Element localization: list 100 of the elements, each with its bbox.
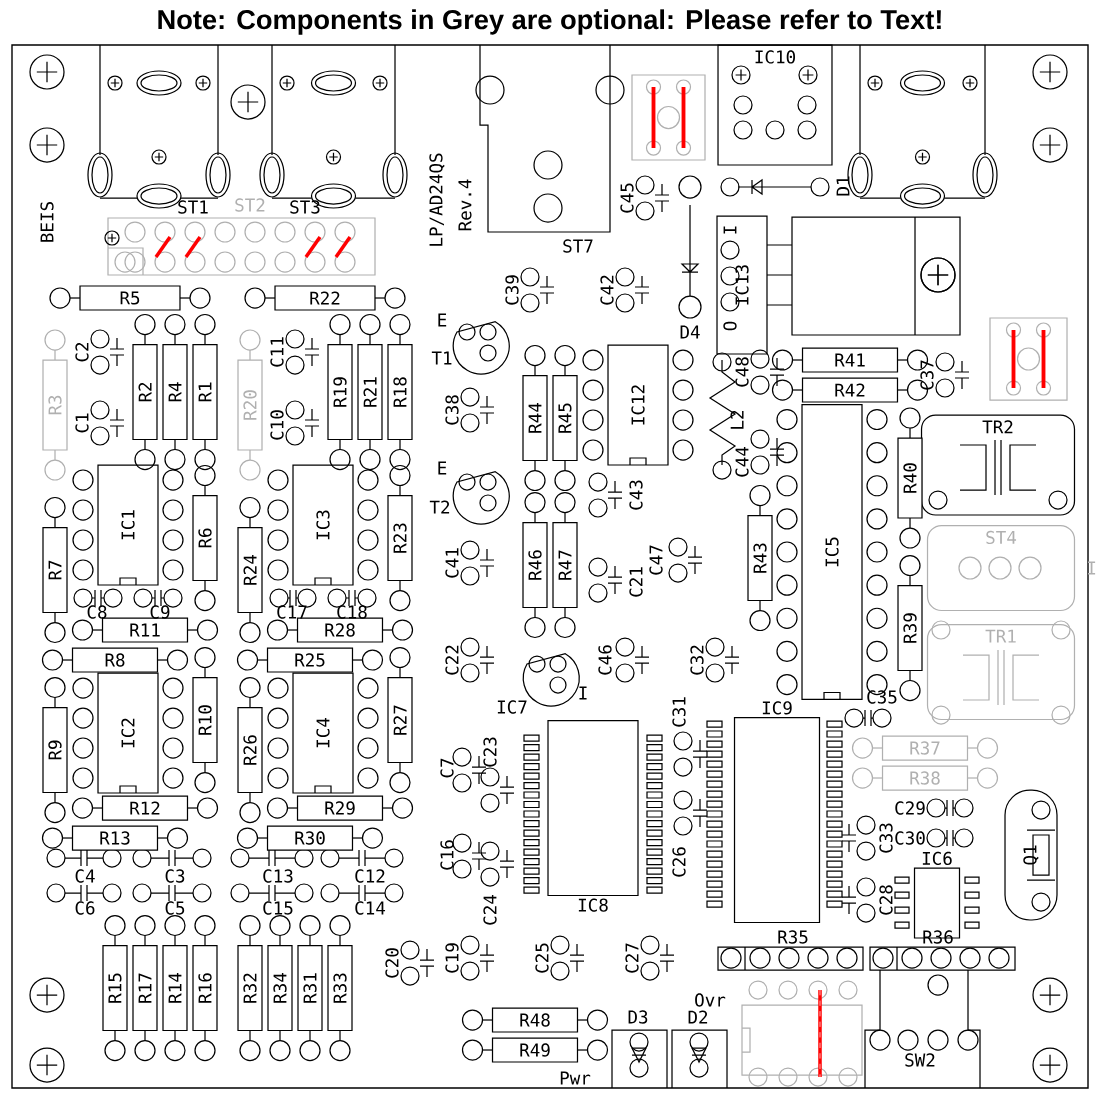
component-label: C41 (445, 548, 459, 578)
component-label: C21 (629, 567, 643, 597)
resistor: R7 (42, 526, 68, 614)
resistor: R31 (297, 944, 323, 1032)
resistor: R43 (747, 514, 773, 602)
component-label: T2 (429, 500, 450, 514)
component-label: C44 (735, 446, 749, 477)
resistor: R21 (357, 343, 383, 441)
resistor: R42 (801, 377, 899, 403)
pin-marker: E (438, 461, 447, 475)
resistor: R18 (387, 343, 413, 441)
component-label: C22 (445, 645, 459, 675)
resistor: R39 (897, 584, 923, 672)
resistor: R19 (327, 343, 353, 441)
component-label: C31 (672, 697, 686, 727)
resistor: R44 (522, 374, 548, 462)
component-label: C6 (75, 901, 95, 915)
component-label: R36 (923, 930, 953, 944)
resistor: R9 (42, 706, 68, 794)
component-label: C12 (355, 869, 385, 883)
component-label: C2 (75, 342, 89, 362)
component-outline: IC8 (547, 719, 639, 912)
board-marking: BEIS (40, 202, 54, 242)
component-outline: IC10 (717, 44, 833, 166)
connector-label: ST1 (178, 200, 208, 214)
component-label: C17 (277, 605, 307, 619)
component-label: C26 (672, 847, 686, 877)
resistor: R2 (132, 343, 158, 441)
ic-outline: IC5 (801, 403, 863, 701)
component-label: C42 (600, 275, 614, 305)
resistor: R38 (881, 765, 969, 791)
component-label: C28 (879, 885, 893, 915)
ic-outline: IC12 (607, 344, 669, 466)
pin-marker: I (579, 686, 587, 700)
node-label: IC9 (762, 701, 792, 715)
component-label: C32 (690, 645, 704, 675)
component-label: C15 (263, 901, 293, 915)
ic-outline: IC1 (97, 464, 159, 586)
resistor: R48 (491, 1007, 579, 1033)
led-label: Ovr (695, 993, 726, 1007)
node-label: IC8 (578, 898, 608, 912)
connector-label: ST7 (563, 239, 593, 253)
component-label: C47 (649, 545, 663, 575)
pin-marker: O (723, 321, 737, 331)
component-label: C5 (165, 901, 185, 915)
connector-label: ST2 (235, 198, 265, 212)
resistor: R32 (237, 944, 263, 1032)
component-label: D1 (836, 176, 850, 196)
resistor: R13 (71, 825, 159, 851)
pin-marker: I (723, 226, 737, 234)
resistor: R27 (387, 676, 413, 764)
component-label: D3 (628, 1010, 648, 1024)
component-label: C14 (355, 901, 386, 915)
resistor: R5 (79, 285, 181, 311)
resistor: R10 (192, 676, 218, 764)
resistor: R45 (552, 374, 578, 462)
resistor: R14 (162, 944, 188, 1032)
resistor: R6 (192, 494, 218, 582)
ic-outline: IC4 (292, 672, 354, 794)
resistor: R26 (237, 706, 263, 794)
component-label: C10 (270, 410, 284, 440)
resistor: R1 (192, 343, 218, 441)
component-outline: TR1 (926, 623, 1076, 721)
resistor: R15 (102, 944, 128, 1032)
resistor: R16 (192, 944, 218, 1032)
component-label: C45 (620, 183, 634, 213)
component-label: D4 (680, 325, 700, 339)
component-label: C39 (505, 275, 519, 305)
component-label: C23 (483, 737, 497, 767)
resistor: R41 (801, 347, 899, 373)
component-label: C7 (440, 758, 454, 778)
component-label: C27 (625, 943, 639, 973)
title: Note: Components in Grey are optional: Please refer to Text! (158, 9, 941, 35)
component-label: C37 (920, 360, 934, 390)
connector-label: ST3 (290, 200, 320, 214)
component-label: C38 (445, 395, 459, 425)
node-label: I (1088, 561, 1096, 575)
component-label: C20 (385, 948, 399, 978)
resistor: R40 (897, 437, 923, 519)
component-label: IC7 (497, 700, 527, 714)
resistor: R20 (237, 359, 263, 451)
resistor: R29 (296, 795, 384, 821)
component-label: C25 (535, 943, 549, 973)
resistor: R28 (296, 617, 384, 643)
board-marking: LP/AD24QS (429, 153, 445, 246)
component-label: C46 (598, 645, 612, 675)
resistor: R37 (881, 735, 969, 761)
resistor: R33 (327, 944, 353, 1032)
resistor: R4 (162, 343, 188, 441)
resistor: R23 (387, 494, 413, 582)
component-label: C1 (75, 413, 89, 433)
ic-outline: IC2 (97, 672, 159, 794)
board-marking: Rev.4 (458, 179, 472, 231)
component-label: C11 (270, 337, 284, 367)
led-label: Pwr (560, 1071, 591, 1085)
node-label: IC6 (922, 851, 952, 866)
crystal-outline: Q1 (1004, 789, 1058, 921)
pin-marker: E (438, 313, 447, 327)
component-label: C13 (263, 869, 293, 883)
resistor: R34 (267, 944, 293, 1032)
